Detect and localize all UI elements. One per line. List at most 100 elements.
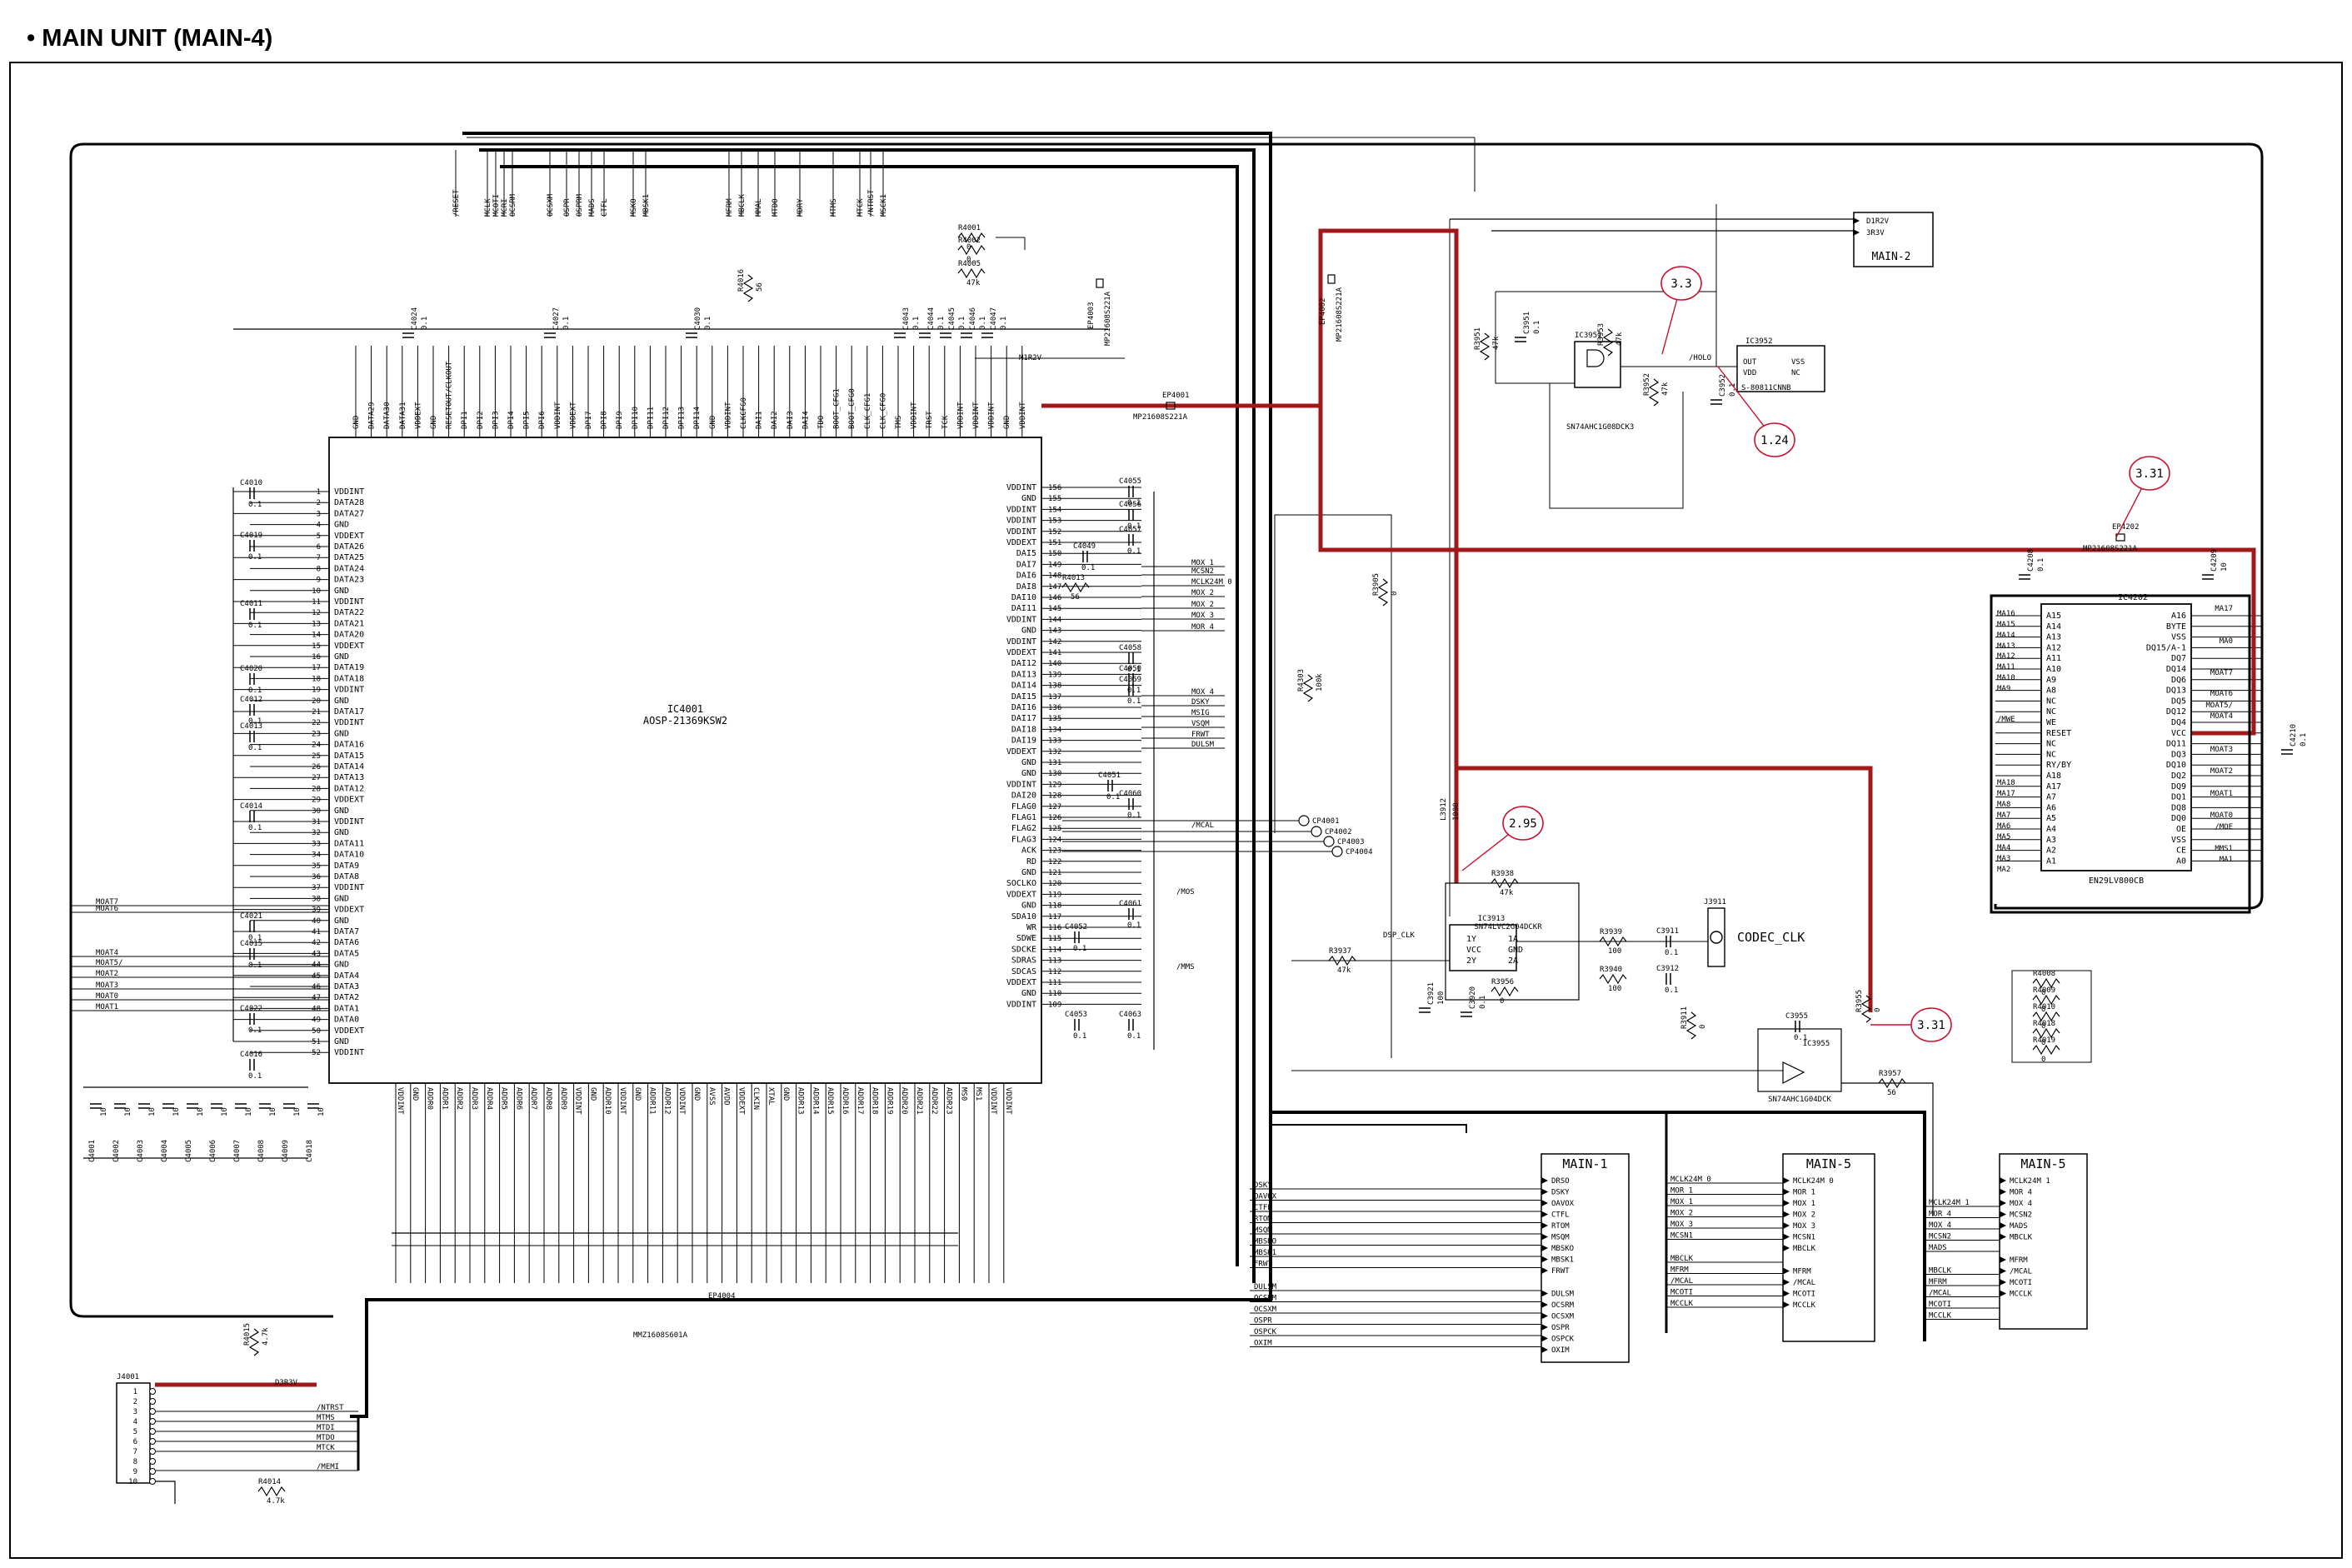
capacitor-ref: C4051 (1098, 772, 1121, 780)
net-label: MA0 (2220, 637, 2233, 646)
ic4001-right-pin: RD (1026, 857, 1036, 866)
pin-number: 45 (312, 972, 321, 981)
ic4001-right-pin: VDDINT (1006, 505, 1036, 514)
net-label: OSPR (563, 198, 572, 217)
ic4001-left-pin: DATA0 (334, 1016, 359, 1025)
main5a-connector-net: MCCLK (1793, 1301, 1816, 1310)
arrow (2000, 1267, 2006, 1275)
ic4001-right-pin: DAI15 (1011, 692, 1036, 702)
ic3913-part: SN74LVC2G04DCKR (1474, 923, 1542, 931)
pin-number: 38 (312, 895, 321, 903)
ic4001-bottom-pin: VDDEXT (737, 1087, 745, 1115)
ic4001-bottom-pin: GND (588, 1087, 597, 1101)
net-label: /MWE (1997, 716, 2015, 724)
capacitor-value: 0.1 (1073, 1032, 1086, 1041)
pin-number: 132 (1048, 748, 1061, 757)
net-label: MADS (588, 198, 597, 217)
ic4001-top-pin: DATA30 (383, 402, 392, 429)
ic4001-right-pin: SOCLKO (1006, 879, 1036, 888)
capacitor-value: 10 (245, 1107, 253, 1116)
resistor (1491, 877, 1519, 889)
ic3952-pin: VDD (1743, 369, 1756, 377)
callout-value: 2.95 (1509, 817, 1537, 831)
ic4202-left-pin: A1 (2046, 856, 2056, 866)
ic4001-right-pin: GND (1021, 769, 1036, 778)
ic4001-bottom-pin: AVDD (722, 1087, 731, 1106)
ic4001-left-pin: DATA3 (334, 982, 359, 991)
ic4001-right-pin: SDWE (1016, 934, 1036, 943)
test-point (1298, 815, 1310, 826)
ic4001-top-pin: VDDEXT (569, 402, 577, 429)
net-label: /NTRST (867, 189, 876, 217)
net-label: MOX 2 (1191, 589, 1214, 597)
ic4001-bottom-pin: GND (633, 1087, 642, 1101)
ferrite-ref: EP4003 (1087, 302, 1096, 329)
arrow (1541, 1267, 1548, 1274)
ic4001-left-pin: VDDINT (334, 883, 364, 892)
pin-number: 110 (1048, 990, 1061, 998)
arrow (1541, 1335, 1548, 1342)
capacitor-ref: C4012 (240, 696, 262, 704)
resistor-ref: R3905 (1372, 573, 1381, 596)
main5b-connector-net: MCOTI (2010, 1279, 2032, 1287)
callout-value: 3.3 (1670, 277, 1691, 291)
pin-number: 140 (1048, 660, 1061, 668)
ic4001-bottom-pin: ADDR19 (885, 1087, 893, 1115)
ic4001-right-pin: DAI17 (1011, 714, 1036, 723)
resistor (257, 1486, 286, 1497)
capacitor-ref: C3920 (1469, 986, 1477, 1009)
ic4202-right-pin: DQ5 (2171, 697, 2186, 706)
arrow (1541, 1211, 1548, 1218)
main5b-connector-net: MCLK24M 1 (2010, 1177, 2050, 1186)
test-point (1323, 836, 1335, 847)
arrow (1541, 1245, 1548, 1251)
resistor-value: 0 (2041, 1006, 2045, 1014)
pin-number: 22 (312, 719, 321, 727)
main1-connector-net: FRWT (1551, 1267, 1570, 1276)
ic4001-right-pin: DAI20 (1011, 791, 1036, 801)
net-label: MCSN1 (1670, 1232, 1693, 1241)
pin-number: 6 (317, 543, 321, 552)
ic4001-top-pin: BOOT_CFG1 (833, 388, 841, 429)
connector-pin (149, 1468, 156, 1475)
ic4001-bottom-pin: GND (782, 1087, 790, 1101)
pin-number: 28 (312, 785, 321, 793)
ic4001-left-pin: DATA27 (334, 509, 364, 518)
ic4001-left-pin: GND (334, 828, 349, 837)
power-rail-3r3v (1041, 228, 1459, 883)
capacitor-value: 0.1 (248, 622, 262, 630)
net-label: OCSRM (509, 193, 517, 217)
net-label: MBCLK (1670, 1255, 1694, 1263)
j4001-pin: 5 (133, 1428, 137, 1436)
net-label: MBCLK (1929, 1267, 1952, 1276)
net-label: MA6 (1997, 822, 2010, 831)
net-label: MCCLK (1670, 1300, 1694, 1308)
ic4202-left-pin: A18 (2046, 772, 2061, 781)
j3911-body (1707, 907, 1725, 967)
outer-border (9, 62, 2343, 1559)
main5a-connector-net: MFRM (1793, 1268, 1811, 1276)
voltage-callouts: 3.31.243.312.953.31 (1461, 266, 2170, 1042)
net-label: /HOLO (1689, 354, 1711, 362)
pin-number: 51 (312, 1038, 321, 1046)
capacitor-value: 0.1 (1073, 945, 1086, 953)
net-label: MBCLK (738, 193, 747, 217)
capacitor-ref: C4209 (2210, 549, 2219, 572)
capacitor-value: 0.1 (1665, 949, 1678, 957)
pin-number: 145 (1048, 605, 1061, 613)
net-label: MOR 1 (1670, 1187, 1693, 1196)
pin-number: 10 (312, 587, 321, 596)
resistor (957, 267, 986, 279)
wire (1549, 383, 1684, 509)
capacitor-ref: C4027 (552, 307, 561, 330)
net-label: MCLK24M 1 (1929, 1199, 1970, 1207)
pin-number: 44 (312, 961, 321, 970)
ic4202-right-pin: CE (2176, 846, 2186, 856)
ic4001-top-pin: DATA29 (368, 402, 377, 429)
bus-border (1271, 1124, 1467, 1133)
ic4202-left-pin: RESET (2046, 729, 2071, 738)
capacitor-value: 0.1 (1127, 687, 1141, 695)
pin-number: 33 (312, 840, 321, 848)
ferrite-ref: EP4004 (708, 1292, 736, 1301)
capacitor-ref: C4049 (1073, 542, 1096, 551)
